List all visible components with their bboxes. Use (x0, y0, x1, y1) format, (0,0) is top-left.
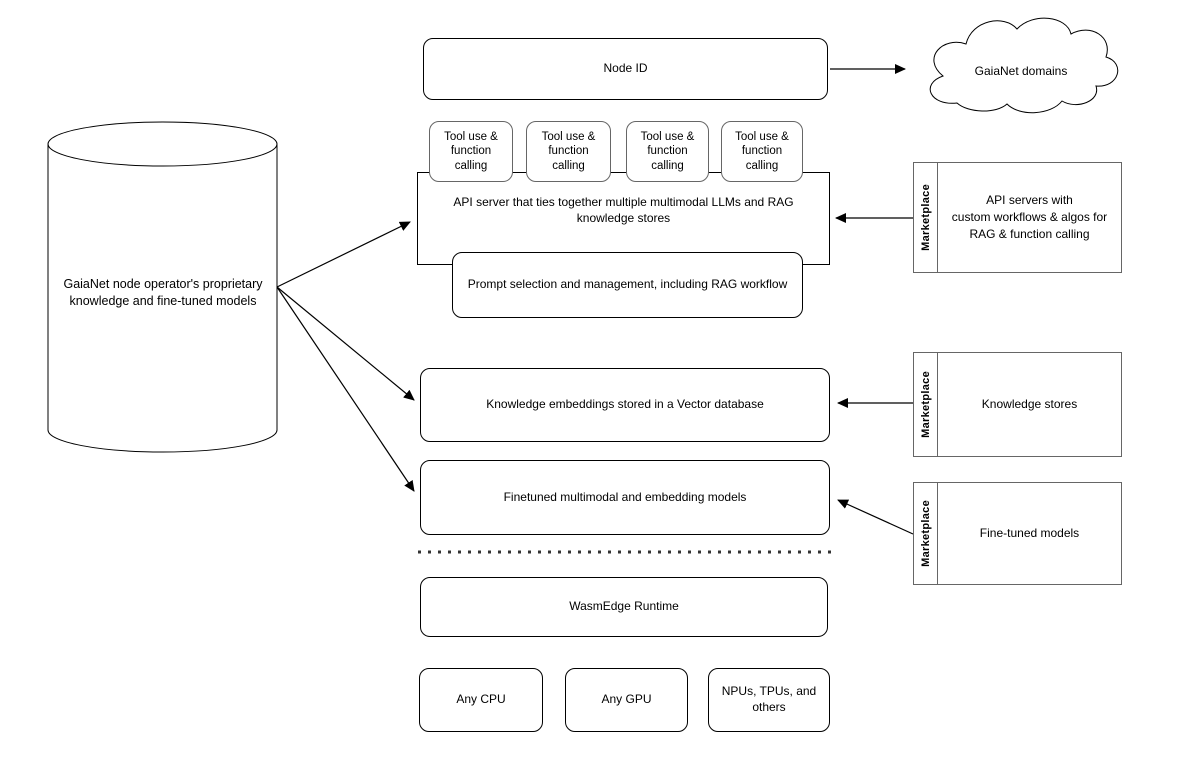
any-cpu-box: Any CPU (419, 668, 543, 732)
tool-box-3: Tool use & function calling (626, 121, 709, 182)
prompt-box: Prompt selection and management, includi… (452, 252, 803, 318)
any-cpu-label: Any CPU (456, 692, 506, 707)
finetuned-label: Finetuned multimodal and embedding model… (503, 489, 747, 504)
any-gpu-label: Any GPU (601, 692, 652, 707)
any-gpu-box: Any GPU (565, 668, 688, 732)
knowledge-label: Knowledge embeddings stored in a Vector … (486, 397, 764, 412)
api-server-label: API server that ties together multiple m… (453, 195, 794, 225)
arrow-marketplace-to-finetuned (837, 499, 914, 535)
tool-box-label: Tool use & function calling (640, 130, 695, 172)
tool-box-1: Tool use & function calling (429, 121, 513, 182)
tool-box-label: Tool use & function calling (444, 130, 498, 172)
marketplace-strip: Marketplace (914, 483, 938, 584)
arrow-cylinder-to-finetuned (276, 286, 415, 492)
marketplace-strip-label: Marketplace (919, 500, 932, 567)
marketplace-box-api-servers: Marketplace API servers with custom work… (913, 162, 1122, 273)
wasmedge-label: WasmEdge Runtime (569, 599, 679, 614)
wasmedge-box: WasmEdge Runtime (420, 577, 828, 637)
marketplace-box-knowledge-stores: Marketplace Knowledge stores (913, 352, 1122, 457)
tool-box-4: Tool use & function calling (721, 121, 803, 182)
node-id-label: Node ID (603, 61, 648, 76)
marketplace-api-servers-label: API servers with custom workflows & algo… (951, 193, 1108, 241)
tool-box-2: Tool use & function calling (526, 121, 611, 182)
api-server-box: API server that ties together multiple m… (417, 172, 830, 265)
knowledge-box: Knowledge embeddings stored in a Vector … (420, 368, 830, 442)
cylinder-label: GaiaNet node operator's proprietary know… (63, 277, 263, 308)
cloud-label: GaiaNet domains (974, 63, 1068, 78)
finetuned-box: Finetuned multimodal and embedding model… (420, 460, 830, 535)
cloud-shape (929, 17, 1119, 114)
marketplace-strip-label: Marketplace (919, 371, 932, 438)
prompt-label: Prompt selection and management, includi… (467, 277, 788, 292)
marketplace-strip: Marketplace (914, 353, 938, 456)
npu-tpu-label: NPUs, TPUs, and others (721, 684, 817, 714)
tool-box-label: Tool use & function calling (541, 130, 596, 172)
cylinder-shape (47, 121, 278, 453)
npu-tpu-box: NPUs, TPUs, and others (708, 668, 830, 732)
arrow-cylinder-to-knowledge (276, 286, 415, 401)
marketplace-box-finetuned-models: Marketplace Fine-tuned models (913, 482, 1122, 585)
node-id-box: Node ID (423, 38, 828, 100)
marketplace-strip: Marketplace (914, 163, 938, 272)
marketplace-finetuned-models-label: Fine-tuned models (979, 526, 1080, 541)
marketplace-strip-label: Marketplace (919, 184, 932, 251)
marketplace-knowledge-stores-label: Knowledge stores (981, 397, 1078, 412)
tool-box-label: Tool use & function calling (735, 130, 789, 172)
arrow-cylinder-to-apiserver (276, 221, 411, 288)
